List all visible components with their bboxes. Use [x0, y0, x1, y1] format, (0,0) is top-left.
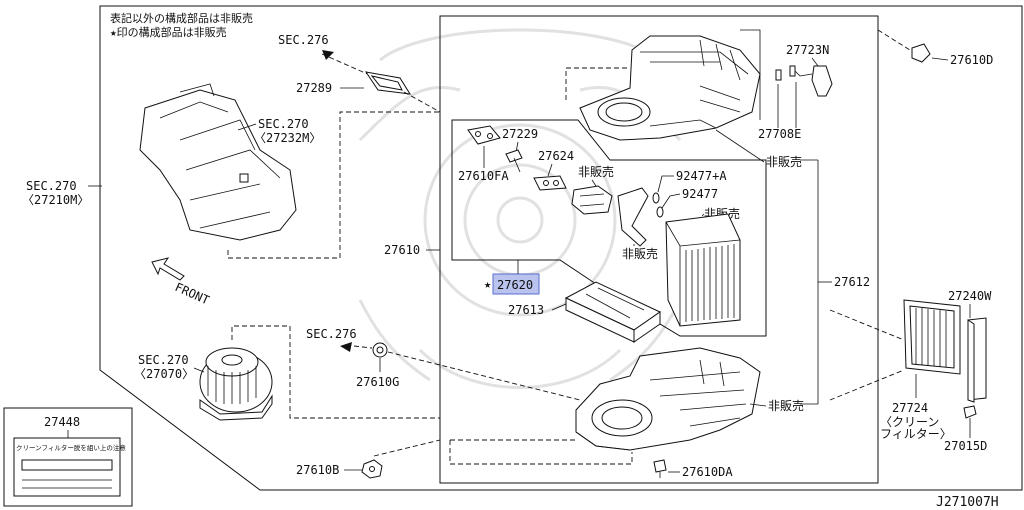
svg-text:〈27210M〉: 〈27210M〉	[22, 193, 89, 207]
part-27612: 27612	[800, 159, 870, 405]
part-27620[interactable]: ★ 27620	[484, 260, 540, 295]
star-mark: ★	[484, 277, 491, 291]
svg-text:27240W: 27240W	[948, 289, 992, 303]
part-27289: 27289	[296, 71, 441, 113]
evaporator-fins	[685, 244, 735, 322]
part-27610B: 27610B	[296, 439, 441, 479]
part-27723N: 27723N	[775, 43, 833, 97]
evaporator-frame	[451, 119, 767, 337]
svg-text:27620: 27620	[497, 278, 533, 292]
part-27240W: 27240W	[948, 289, 992, 403]
svg-text:92477+A: 92477+A	[676, 169, 727, 183]
arrow-icon	[322, 50, 334, 60]
svg-text:SEC.270: SEC.270	[258, 117, 309, 131]
upper-not-sold: 非販売	[715, 129, 802, 169]
part-27610: 27610	[384, 243, 440, 257]
svg-text:SEC.270: SEC.270	[138, 353, 189, 367]
arrow-icon-mid	[340, 342, 352, 352]
part-27613: 27613	[508, 281, 661, 343]
svg-text:27610B: 27610B	[296, 463, 339, 477]
svg-text:27229: 27229	[502, 127, 538, 141]
svg-text:27708E: 27708E	[758, 127, 801, 141]
svg-text:〈クリーン: 〈クリーン	[880, 415, 939, 429]
blower-motor-illustration	[199, 347, 273, 421]
part-27015D: 27015D	[944, 405, 987, 453]
part-27229: 27229	[502, 127, 538, 173]
part-27610FA: 27610FA	[458, 125, 509, 183]
note-line-2: ★印の構成部品は非販売	[110, 25, 227, 39]
svg-text:SEC.276: SEC.276	[306, 327, 357, 341]
sec-270-bottom-label: SEC.270 〈27070〉	[134, 353, 205, 381]
part-27610DA: 27610DA	[653, 459, 733, 479]
svg-text:27624: 27624	[538, 149, 574, 163]
expansion-valve	[571, 179, 613, 215]
filter-dash-link	[829, 309, 905, 401]
part-27448-label-box: 27448 クリーンフィルター脱を組い上の注意	[3, 407, 133, 507]
svg-text:27610DA: 27610DA	[682, 465, 733, 479]
svg-text:27610FA: 27610FA	[458, 169, 509, 183]
svg-text:27724: 27724	[892, 401, 928, 415]
evaporator-core	[665, 213, 741, 327]
lower-case-illustration	[575, 347, 761, 451]
svg-text:27612: 27612	[834, 275, 870, 289]
part-92477: 92477	[661, 187, 718, 209]
front-indicator: FRONT	[151, 257, 212, 307]
part-27610G: 27610G	[356, 342, 581, 401]
svg-text:〈27070〉: 〈27070〉	[134, 367, 194, 381]
upper-case-dash	[565, 67, 630, 100]
svg-text:27289: 27289	[296, 81, 332, 95]
svg-text:27448: 27448	[44, 415, 80, 429]
pipe-assembly	[617, 187, 664, 247]
part-27724: 27724 〈クリーン フィルター〉	[880, 299, 961, 441]
module-inner-dash	[449, 439, 633, 465]
intake-unit-illustration	[139, 83, 297, 241]
not-sold-label-a: 非販売	[578, 164, 614, 179]
lower-not-sold: 非販売	[749, 398, 804, 413]
part-27624: 27624	[533, 149, 574, 191]
svg-text:フィルター〉: フィルター〉	[880, 427, 952, 441]
sec-276-mid-callout: SEC.276	[306, 327, 373, 352]
outer-frame	[99, 5, 1023, 491]
filter-pleats	[915, 308, 947, 367]
svg-text:27613: 27613	[508, 303, 544, 317]
front-arrow-icon	[151, 257, 185, 281]
upper-case-illustration	[579, 35, 761, 141]
highlight-box[interactable]	[492, 273, 540, 295]
svg-text:27610D: 27610D	[950, 53, 993, 67]
svg-text:非販売: 非販売	[768, 398, 804, 413]
svg-text:SEC.276: SEC.276	[278, 33, 329, 47]
svg-text:FRONT: FRONT	[173, 280, 212, 307]
svg-text:27610: 27610	[384, 243, 420, 257]
part-27610D: 27610D	[877, 29, 993, 67]
svg-text:〈27232M〉: 〈27232M〉	[254, 131, 321, 145]
svg-text:27610G: 27610G	[356, 375, 399, 389]
not-sold-label-c: 非販売	[622, 246, 658, 261]
part-27708E: 27708E	[758, 82, 801, 141]
part-92477A: 92477+A	[657, 169, 727, 193]
svg-text:27015D: 27015D	[944, 439, 987, 453]
note-line-1: 表記以外の構成部品は非販売	[110, 11, 253, 25]
svg-text:SEC.270: SEC.270	[26, 179, 77, 193]
svg-text:非販売: 非販売	[766, 154, 802, 169]
sec-276-top-callout: SEC.276	[278, 33, 373, 77]
harness-bracket-line	[740, 29, 761, 120]
blower-dash-link	[231, 325, 440, 419]
module-frame	[439, 15, 879, 484]
label-card-text: クリーンフィルター脱を組い上の注意	[16, 443, 126, 452]
intake-dash-link	[227, 111, 440, 259]
svg-text:27723N: 27723N	[786, 43, 829, 57]
diagram-code: J271007H	[936, 495, 999, 510]
svg-text:92477: 92477	[682, 187, 718, 201]
sec-270-top-label: SEC.270 〈27232M〉	[237, 117, 321, 145]
sec-270-left-label: SEC.270 〈27210M〉	[22, 179, 102, 207]
